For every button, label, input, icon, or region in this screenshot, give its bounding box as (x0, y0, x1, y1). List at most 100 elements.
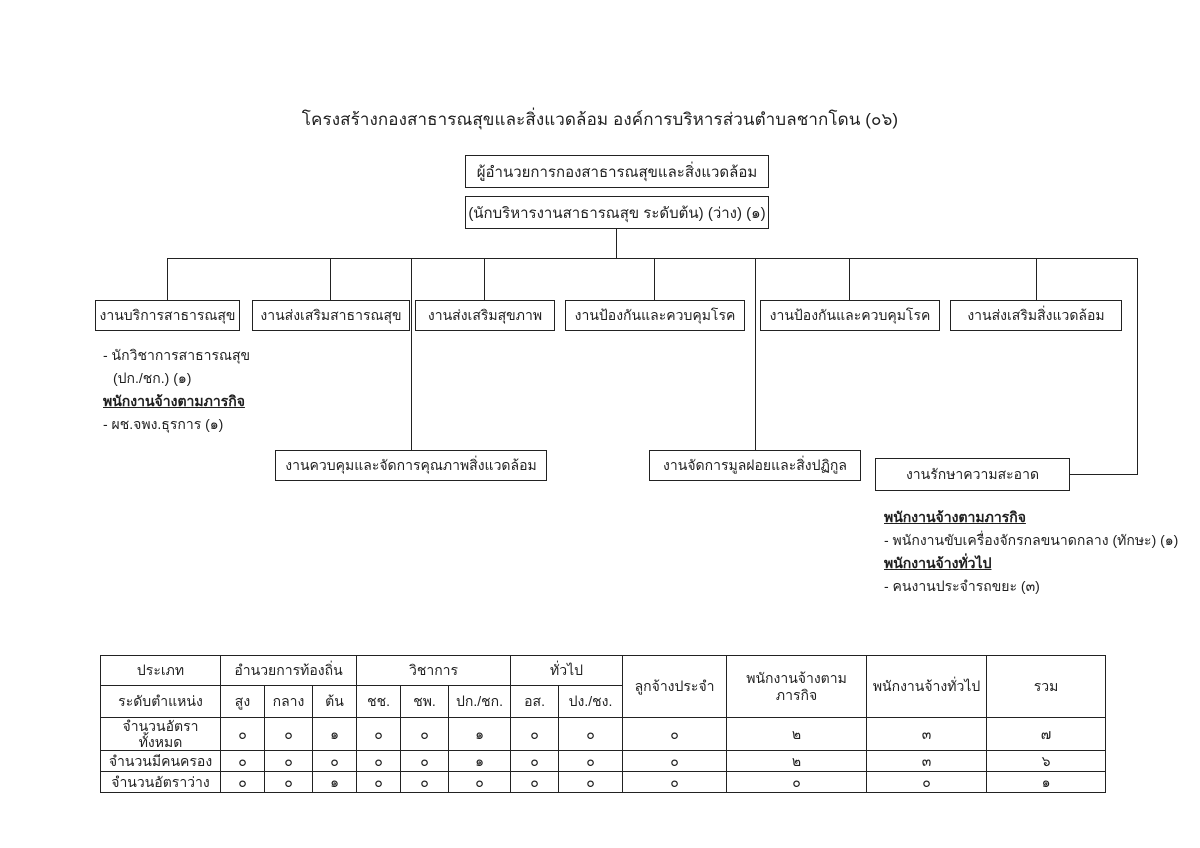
th-group-academic: วิชาการ (356, 655, 512, 686)
th-level-middle: กลาง (264, 685, 313, 718)
dept-label: งานจัดการมูลฝอยและสิ่งปฏิกูล (663, 456, 847, 473)
cleaning-staff-notes: พนักงานจ้างตามภารกิจ - พนักงานขับเครื่อง… (884, 506, 1178, 598)
connector-line (755, 258, 756, 450)
table-cell: ๐ (400, 716, 450, 752)
table-cell: ๐ (622, 771, 728, 794)
table-cell: ๑ (311, 716, 358, 752)
page-title: โครงสร้างกองสาธารณสุขและสิ่งแวดล้อม องค์… (301, 110, 899, 129)
table-cell: ๐ (510, 716, 560, 752)
table-cell: ๖ (986, 750, 1107, 773)
director-box: ผู้อำนวยการกองสาธารณสุขและสิ่งแวดล้อม (465, 155, 769, 188)
table-cell: ๐ (264, 771, 313, 794)
director-subtitle: (นักบริหารงานสาธารณสุข ระดับต้น) (ว่าง) … (468, 204, 766, 222)
connector-line (654, 258, 655, 300)
th-level-expert: ชช. (356, 685, 402, 718)
table-cell: ๐ (622, 750, 728, 773)
dept-label: งานบริการสาธารณสุข (99, 306, 236, 323)
th-general-employee: พนักงานจ้างทั่วไป (866, 655, 988, 718)
table-cell: ๐ (558, 771, 624, 794)
connector-line (411, 258, 412, 450)
dept-label: งานส่งเสริมสุขภาพ (427, 306, 543, 323)
table-cell: ๒ (726, 750, 868, 773)
note-line: - นักวิชาการสาธารณสุข (103, 347, 251, 363)
sub-box-cleaning: งานรักษาความสะอาด (875, 458, 1070, 491)
table-cell: ๐ (220, 771, 265, 794)
th-total: รวม (986, 655, 1107, 718)
dept-label: งานควบคุมและจัดการคุณภาพสิ่งแวดล้อม (285, 456, 537, 473)
th-group-general: ทั่วไป (510, 655, 624, 686)
table-cell: ๐ (356, 771, 402, 794)
table-cell: ๓ (866, 716, 988, 752)
dept-box-environment-promotion: งานส่งเสริมสิ่งแวดล้อม (950, 300, 1122, 331)
th-level-high: สูง (220, 685, 265, 718)
sub-box-waste-management: งานจัดการมูลฝอยและสิ่งปฏิกูล (649, 450, 861, 481)
table-cell: ๑ (448, 750, 512, 773)
note-heading: พนักงานจ้างทั่วไป (884, 555, 992, 571)
th-type: ประเภท (100, 655, 221, 686)
table-cell: ๑ (986, 771, 1107, 794)
table-cell: ๑ (311, 771, 358, 794)
dept-box-health-promotion: งานส่งเสริมสุขภาพ (415, 300, 555, 331)
table-cell: ๐ (866, 771, 988, 794)
dept-box-disease-control-1: งานป้องกันและควบคุมโรค (565, 300, 745, 331)
table-cell: ๐ (400, 771, 450, 794)
table-cell: ๐ (220, 716, 265, 752)
note-line: - คนงานประจำรถขยะ (๓) (884, 578, 1040, 594)
note-heading: พนักงานจ้างตามภารกิจ (103, 393, 245, 409)
connector-line (484, 258, 485, 300)
dept-box-public-health-promotion: งานส่งเสริมสาธารณสุข (252, 300, 410, 331)
connector-line (167, 258, 168, 300)
table-cell: ๐ (264, 750, 313, 773)
row-label-occupied-positions: จำนวนมีคนครอง (100, 750, 221, 773)
th-level-senior: ชพ. (400, 685, 450, 718)
connector-line (1137, 258, 1138, 475)
table-cell: ๐ (400, 750, 450, 773)
note-line: (ปก./ชก.) (๑) (113, 370, 192, 386)
director-subtitle-box: (นักบริหารงานสาธารณสุข ระดับต้น) (ว่าง) … (465, 196, 769, 229)
dept-label: งานป้องกันและควบคุมโรค (574, 306, 736, 323)
th-level-general-1: อส. (510, 685, 560, 718)
connector-line (330, 258, 331, 300)
th-level-entry: ต้น (311, 685, 358, 718)
table-cell: ๒ (726, 716, 868, 752)
dept1-staff-notes: - นักวิชาการสาธารณสุข (ปก./ชก.) (๑) พนัก… (103, 344, 250, 436)
table-cell: ๐ (622, 716, 728, 752)
table-cell: ๐ (356, 750, 402, 773)
table-cell: ๐ (726, 771, 868, 794)
sub-box-environment-quality: งานควบคุมและจัดการคุณภาพสิ่งแวดล้อม (275, 450, 547, 481)
connector-line (1036, 258, 1037, 300)
staffing-table: ประเภท อำนวยการท้องถิ่น วิชาการ ทั่วไป ล… (100, 655, 1107, 794)
connector-line (1070, 474, 1138, 475)
note-line: - พนักงานขับเครื่องจักรกลขนาดกลาง (ทักษะ… (884, 532, 1179, 548)
table-cell: ๐ (356, 716, 402, 752)
table-cell: ๐ (220, 750, 265, 773)
table-cell: ๐ (264, 716, 313, 752)
table-cell: ๐ (510, 750, 560, 773)
table-cell: ๐ (558, 750, 624, 773)
connector-line (616, 229, 617, 258)
table-cell: ๗ (986, 716, 1107, 752)
note-heading: พนักงานจ้างตามภารกิจ (884, 509, 1026, 525)
dept-label: งานป้องกันและควบคุมโรค (769, 306, 931, 323)
th-level-general-2: ปง./ชง. (558, 685, 624, 718)
dept-label: งานรักษาความสะอาด (905, 465, 1040, 482)
note-line: - ผช.จพง.ธุรการ (๑) (103, 416, 224, 432)
th-position-level: ระดับตำแหน่ง (100, 685, 221, 718)
table-cell: ๓ (866, 750, 988, 773)
table-cell: ๐ (311, 750, 358, 773)
table-cell: ๐ (510, 771, 560, 794)
table-cell: ๐ (448, 771, 512, 794)
row-label-total-positions: จำนวนอัตราทั้งหมด (100, 716, 221, 752)
dept-box-public-health-service: งานบริการสาธารณสุข (95, 300, 240, 331)
table-cell: ๑ (448, 716, 512, 752)
table-cell: ๐ (558, 716, 624, 752)
th-group-director: อำนวยการท้องถิ่น (219, 655, 358, 686)
th-permanent-employee: ลูกจ้างประจำ (622, 655, 728, 718)
dept-label: งานส่งเสริมสาธารณสุข (260, 306, 402, 323)
dept-label: งานส่งเสริมสิ่งแวดล้อม (967, 306, 1105, 323)
th-level-practitioner: ปก./ชก. (448, 685, 512, 718)
dept-box-disease-control-2: งานป้องกันและควบคุมโรค (760, 300, 940, 331)
connector-line (167, 258, 1138, 259)
connector-line (849, 258, 850, 300)
